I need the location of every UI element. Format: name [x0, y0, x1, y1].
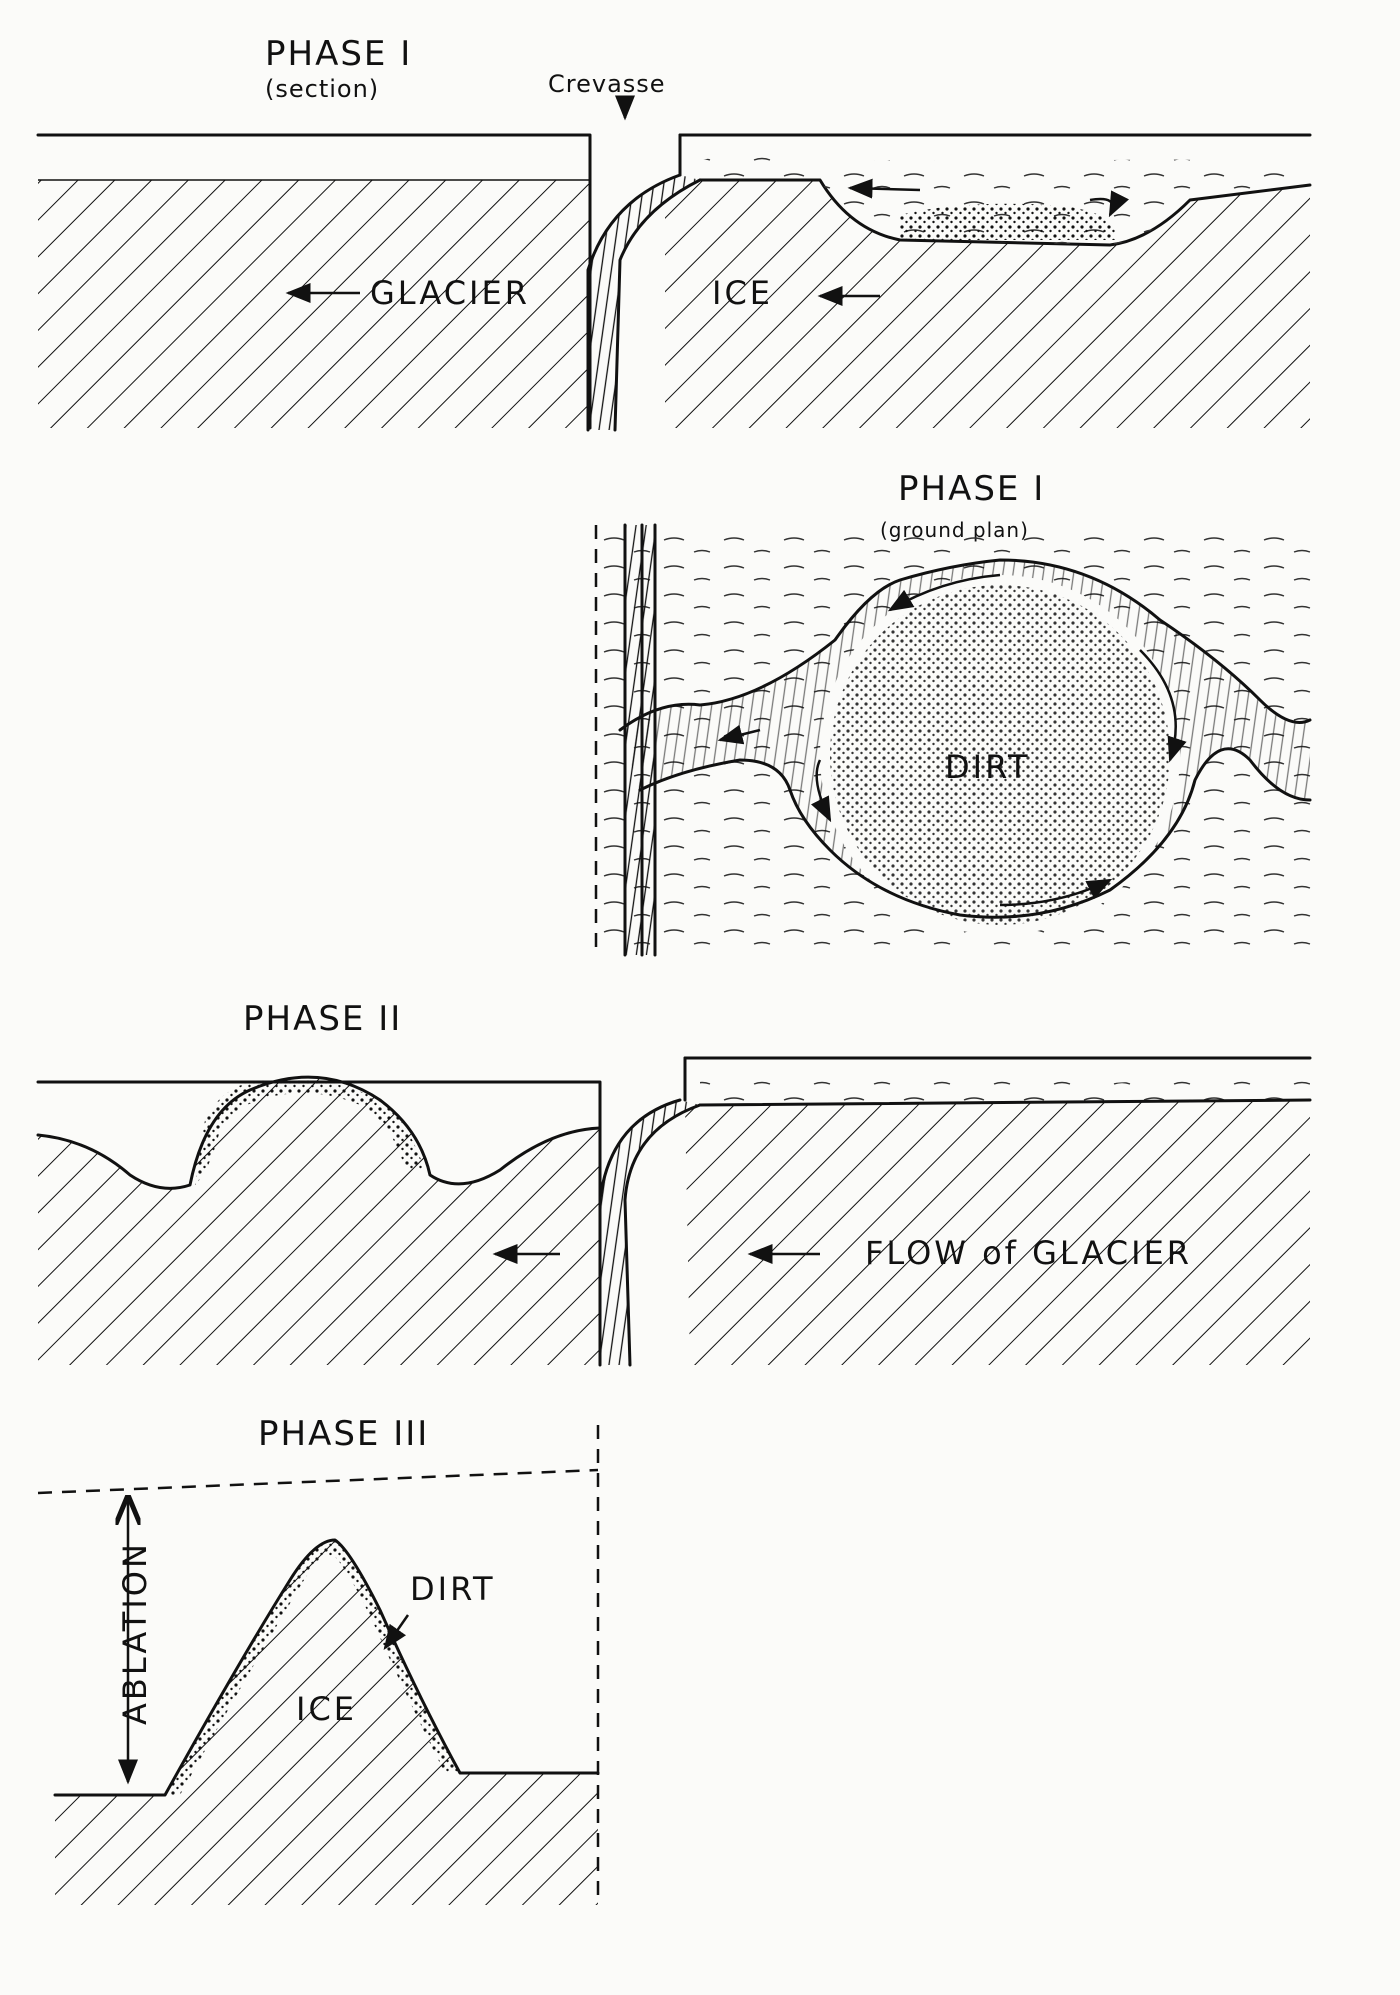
crevasse-label: Crevasse: [548, 70, 666, 98]
dirt-deposit: [900, 203, 1116, 240]
phase1-ground-plan-panel: PHASE I (ground plan) DIRT: [594, 469, 1315, 957]
glacier-label: GLACIER: [370, 274, 530, 312]
ice-label-phase1: ICE: [712, 274, 773, 312]
dirt-well-plan: [830, 585, 1170, 925]
phase3-title: PHASE III: [258, 1414, 429, 1454]
flow-of-glacier-label: FLOW of GLACIER: [865, 1234, 1192, 1272]
ablation-label: ABLATION: [116, 1541, 154, 1725]
phase1-section-subtitle: (section): [265, 75, 379, 103]
glacier-ice-right: [665, 180, 1310, 428]
phase1-section-panel: PHASE I (section) Crevasse GLACIER ICE: [36, 34, 1312, 432]
meltwater-stream: [700, 156, 1310, 245]
glacier-ice-right-phase2: [685, 1100, 1310, 1365]
crevasse-channel-phase2: [600, 1100, 700, 1365]
meltwater-stream-phase2: [700, 1076, 1310, 1105]
dirt-cover-phase3: [165, 1540, 460, 1795]
dirt-label-phase3: DIRT: [410, 1570, 496, 1608]
former-ice-surface: [37, 1468, 599, 1495]
glacier-ice-left: [38, 180, 590, 428]
phase3-panel: PHASE III ABLATION DIRT ICE: [37, 1414, 600, 1905]
dirt-cover-phase2: [195, 1079, 425, 1185]
phase2-panel: PHASE II FLOW of GLACIER: [36, 999, 1312, 1367]
ice-label-phase3: ICE: [296, 1690, 357, 1728]
phase1-plan-title: PHASE I: [898, 469, 1045, 509]
phase2-title: PHASE II: [243, 999, 402, 1039]
dirt-label-plan: DIRT: [945, 748, 1031, 786]
dirt-cone-profile: [36, 1075, 602, 1190]
phase1-section-title: PHASE I: [265, 34, 412, 74]
glacier-ice-left-phase2: [38, 1077, 600, 1365]
ice-cone: [55, 1540, 598, 1905]
